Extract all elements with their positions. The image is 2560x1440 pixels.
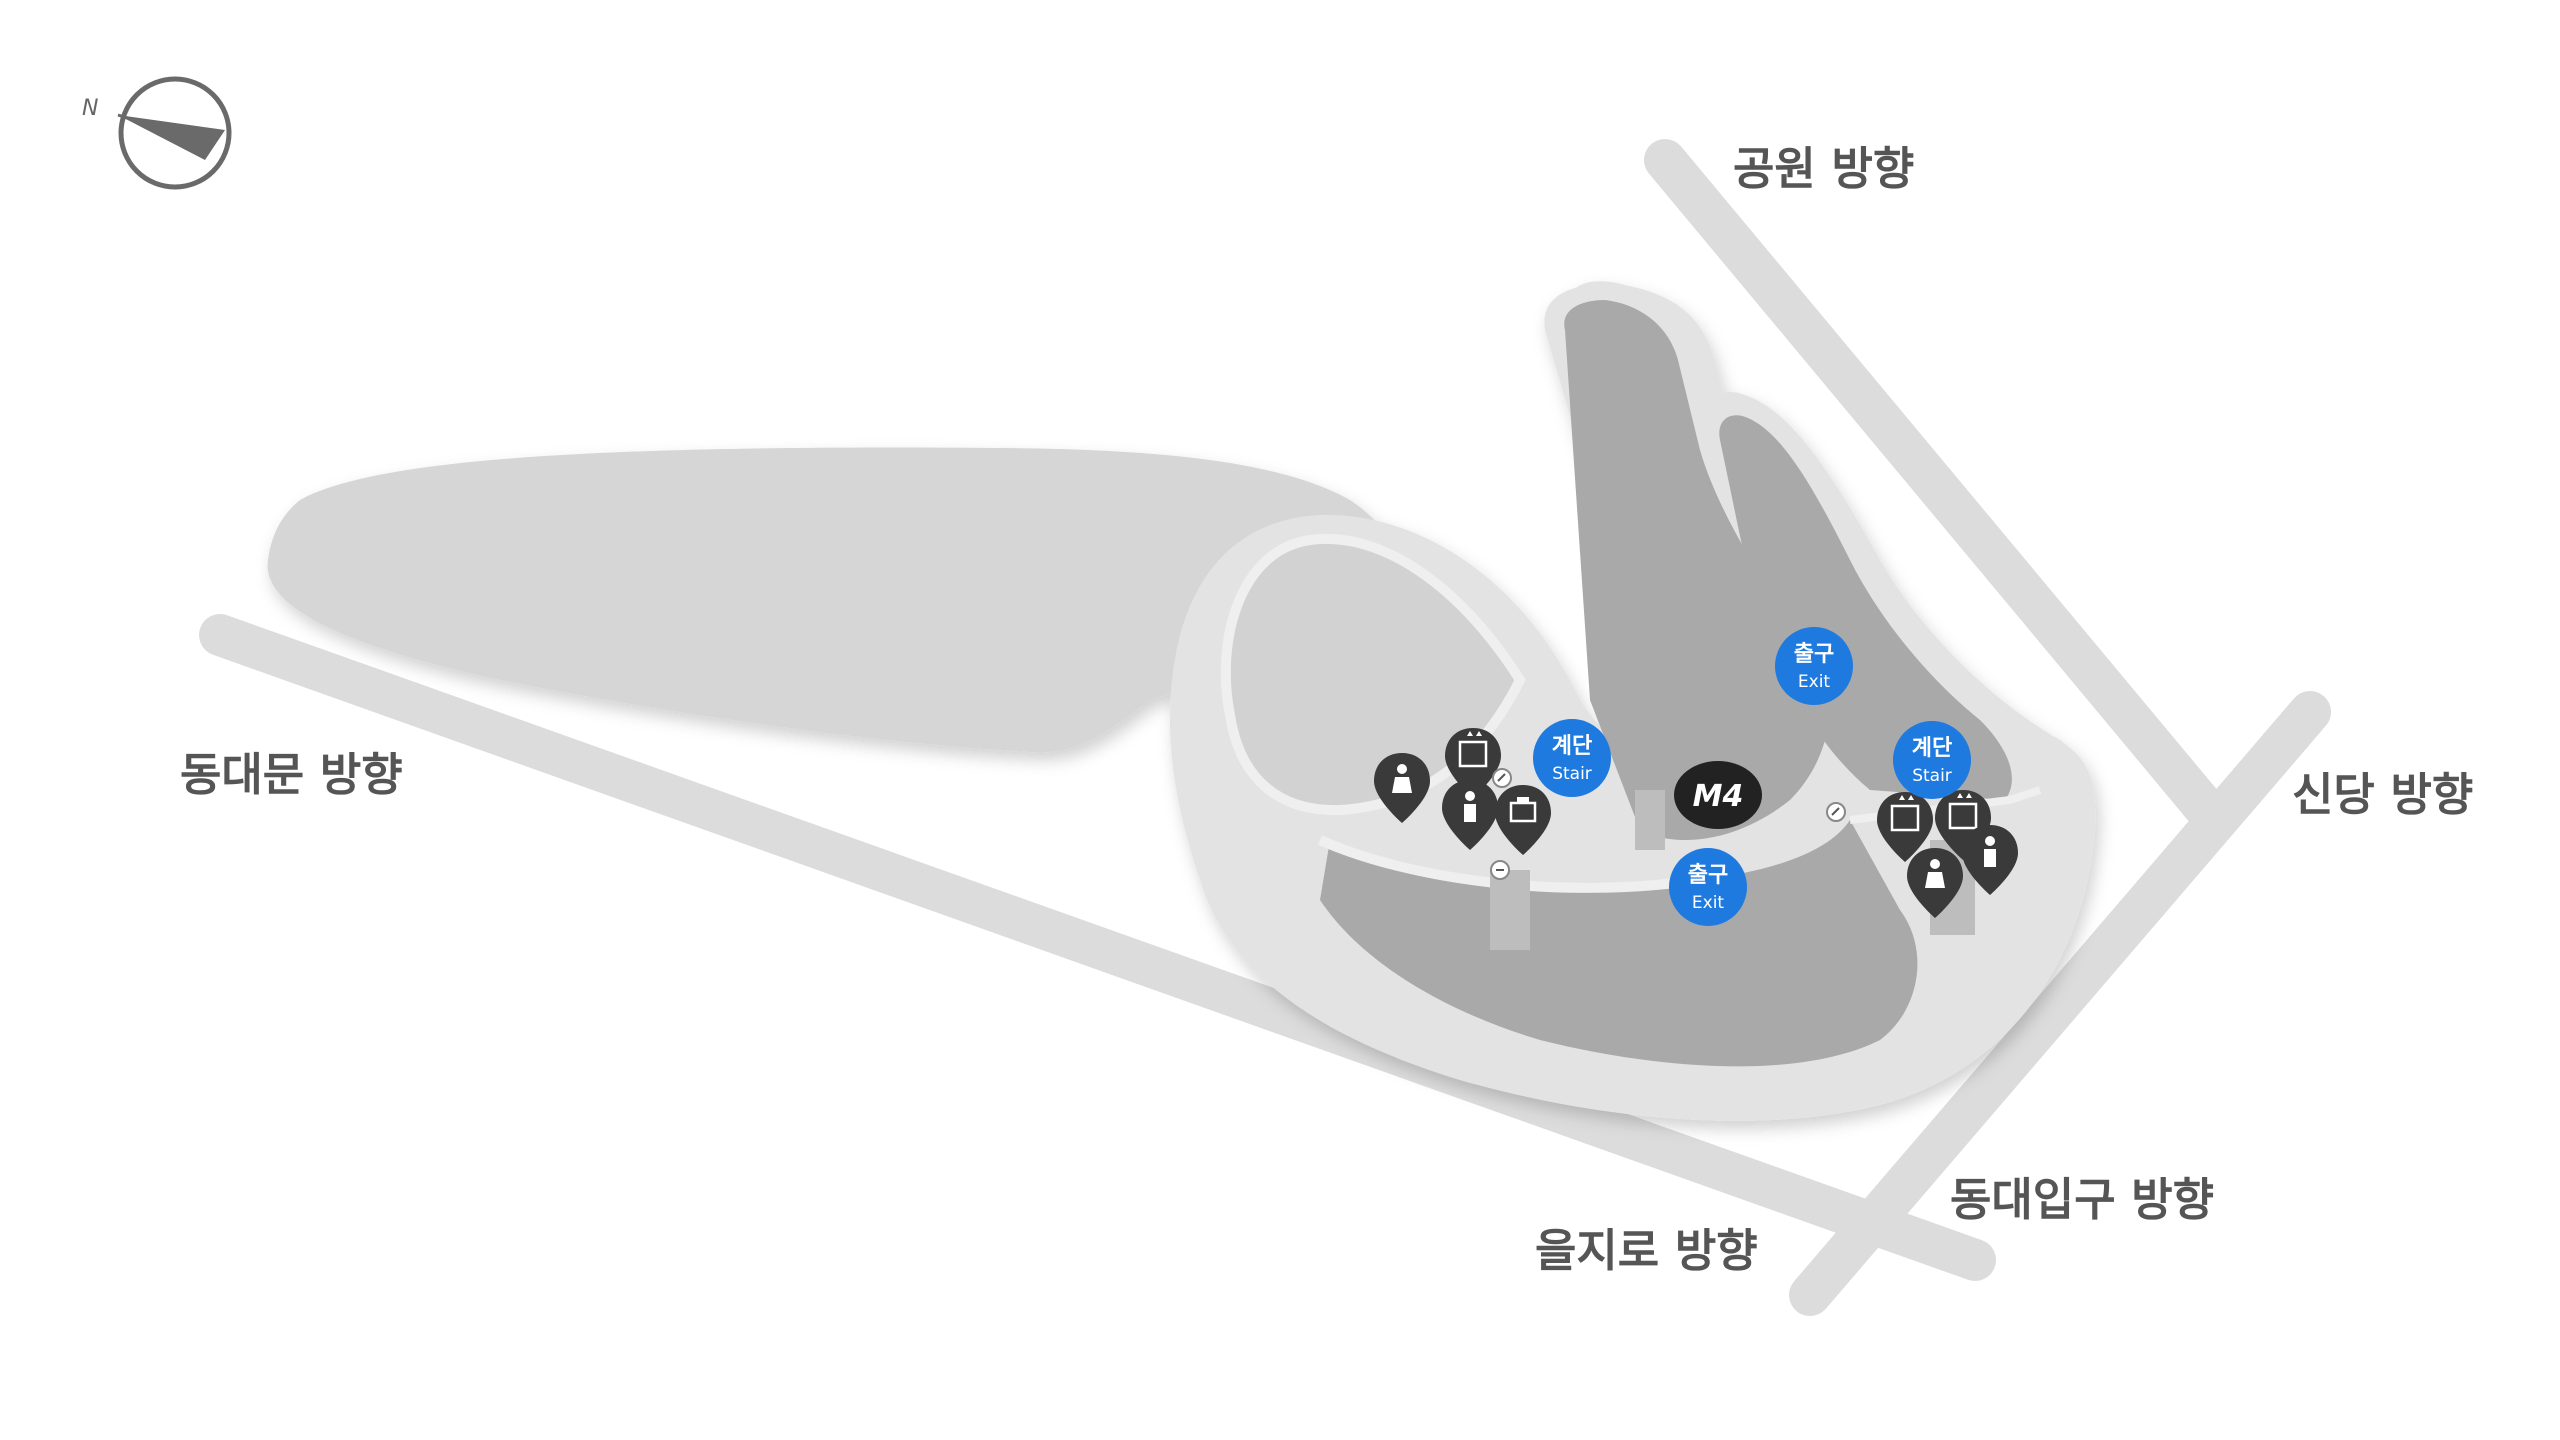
svg-text:Exit: Exit xyxy=(1692,893,1725,913)
ticket-machine-icon[interactable] xyxy=(1495,785,1551,855)
compass-needle xyxy=(117,113,176,135)
roads xyxy=(199,139,2331,1316)
direction-sindang: 신당 방향 xyxy=(2292,768,2474,821)
exit-badge-top[interactable]: 출구 Exit xyxy=(1775,627,1853,705)
road-park xyxy=(1644,139,2226,829)
compass-ring xyxy=(118,76,232,190)
inner-loop xyxy=(1220,533,1526,816)
svg-text:계단: 계단 xyxy=(1552,734,1592,759)
stair-badge-left[interactable]: 계단 Stair xyxy=(1533,719,1611,797)
female-restroom-icon[interactable] xyxy=(1374,753,1430,823)
male-restroom-icon[interactable] xyxy=(1442,780,1498,850)
west-lobe xyxy=(267,447,1400,753)
svg-text:Stair: Stair xyxy=(1912,766,1952,786)
east-arm-floor xyxy=(1719,415,2012,800)
svg-text:출구: 출구 xyxy=(1794,642,1834,667)
direction-euljiro: 을지로 방향 xyxy=(1535,1224,1758,1277)
escalator-icon xyxy=(1490,860,1510,880)
svg-text:Stair: Stair xyxy=(1552,764,1592,784)
inner-floors xyxy=(1220,300,2042,1067)
stair-badge-right[interactable]: 계단 Stair xyxy=(1893,721,1971,799)
elevator-icon[interactable] xyxy=(1877,792,1933,862)
male-restroom-icon[interactable] xyxy=(1962,825,2018,895)
exit-badge-center[interactable]: 출구 Exit xyxy=(1669,848,1747,926)
female-restroom-icon[interactable] xyxy=(1907,848,1963,918)
compass-arrow-icon xyxy=(118,115,225,160)
direction-park: 공원 방향 xyxy=(1733,142,1915,195)
compass: N xyxy=(82,76,232,190)
station-code: M4 xyxy=(1693,779,1744,814)
svg-text:Exit: Exit xyxy=(1798,672,1831,692)
svg-text:계단: 계단 xyxy=(1912,736,1952,761)
structure-block-3 xyxy=(1635,790,1665,850)
facility-pins xyxy=(1374,728,2018,918)
badges: 계단 Stair 출구 Exit 계단 Stair 출구 Exit xyxy=(1533,627,1971,926)
structure-block-1 xyxy=(1490,870,1530,950)
station-marker: M4 xyxy=(1674,761,1762,829)
north-arm-floor xyxy=(1564,300,1830,840)
compass-north: N xyxy=(82,96,98,121)
elevator-icon[interactable] xyxy=(1445,728,1501,798)
direction-dongdaeipgu: 동대입구 방향 xyxy=(1950,1173,2215,1226)
station-badge xyxy=(1674,761,1762,829)
escalator-icon xyxy=(1826,802,1846,822)
road-sindang xyxy=(1789,691,2331,1316)
escalator-icon xyxy=(1492,768,1512,788)
svg-text:출구: 출구 xyxy=(1688,863,1728,888)
road-euljiro xyxy=(199,614,1996,1281)
direction-dongdaemun: 동대문 방향 xyxy=(180,748,403,801)
